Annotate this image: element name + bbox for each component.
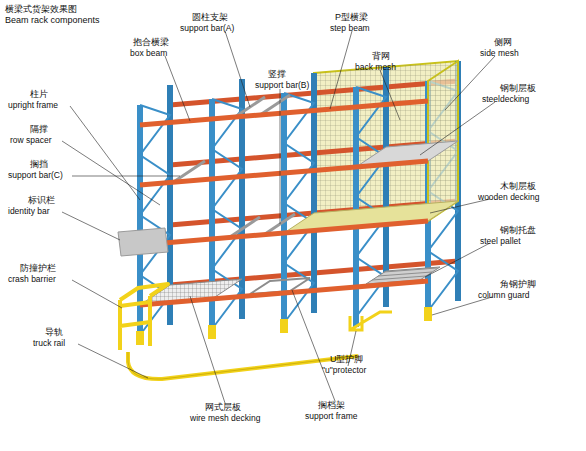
leader-line	[62, 212, 120, 240]
diagram-title: 横梁式货架效果图 Beam rack components	[5, 4, 101, 27]
part-label: 竖撑	[268, 70, 286, 80]
part-label: side mesh	[480, 49, 519, 58]
part-label: 背网	[372, 52, 390, 62]
pallet-slats	[372, 268, 437, 280]
column-guard	[136, 331, 144, 345]
u-protector	[350, 312, 392, 330]
part-label: "u"protector	[322, 366, 366, 375]
part-label: 隔撑	[30, 125, 48, 135]
front-beam	[140, 161, 428, 185]
part-label: 圆柱支架	[192, 13, 228, 23]
leader-line	[380, 70, 400, 120]
part-label: column guard	[478, 291, 530, 300]
part-label: steel pallet	[480, 237, 521, 246]
part-label: wooden decking	[478, 193, 539, 202]
leader-line	[292, 290, 335, 401]
part-label: 木制层板	[500, 182, 536, 192]
part-label: 搁档架	[318, 401, 345, 411]
part-label: back mesh	[355, 63, 396, 72]
part-label: box beam	[130, 49, 167, 58]
part-label: 导轨	[45, 328, 63, 338]
part-label: upright frame	[8, 101, 58, 110]
leader-line	[425, 243, 490, 277]
upright-frame	[428, 61, 458, 321]
part-label: wire mesh decking	[190, 414, 260, 423]
part-label: P型横梁	[335, 13, 368, 23]
leader-line	[225, 31, 250, 107]
part-label: 钢制托盘	[500, 226, 536, 236]
identity-bar	[118, 228, 168, 256]
column-guard	[280, 319, 288, 333]
part-label: 网式层板	[205, 403, 241, 413]
part-label: identity bar	[8, 207, 50, 216]
part-label: 标识栏	[28, 196, 55, 206]
part-label: support bar(C)	[8, 171, 63, 180]
part-label: 搁挡	[30, 160, 48, 170]
leader-line	[190, 296, 225, 403]
part-label: crash barrier	[8, 275, 56, 284]
part-label: row spacer	[10, 136, 52, 145]
front-beam	[140, 281, 428, 305]
leader-line	[280, 89, 281, 224]
column-guard	[208, 325, 216, 339]
part-label: 钢制层板	[500, 84, 536, 94]
part-label: step beam	[330, 24, 370, 33]
part-label: 抱合横梁	[133, 38, 169, 48]
part-label: 柱片	[30, 90, 48, 100]
leader-line	[78, 344, 148, 378]
leader-line	[330, 31, 352, 109]
part-label: truck rail	[33, 339, 65, 348]
leader-line	[62, 141, 160, 205]
leader-lines	[62, 31, 495, 403]
crash-barrier	[120, 284, 168, 350]
leader-line	[72, 176, 180, 177]
leader-line	[72, 280, 122, 308]
front-beam	[140, 221, 428, 245]
part-label: support bar(B)	[255, 81, 309, 90]
leader-line	[420, 102, 495, 155]
part-label: 角钢护脚	[500, 280, 536, 290]
part-label: 防撞护栏	[20, 264, 56, 274]
part-label: support bar(A)	[180, 24, 234, 33]
column-guard	[424, 307, 432, 321]
leader-line	[165, 56, 190, 121]
part-label: U型护脚	[330, 355, 364, 365]
part-label: support frame	[305, 412, 357, 421]
front-beam	[140, 101, 428, 125]
part-label: 侧网	[494, 38, 512, 48]
part-label: steeldecking	[482, 95, 529, 104]
